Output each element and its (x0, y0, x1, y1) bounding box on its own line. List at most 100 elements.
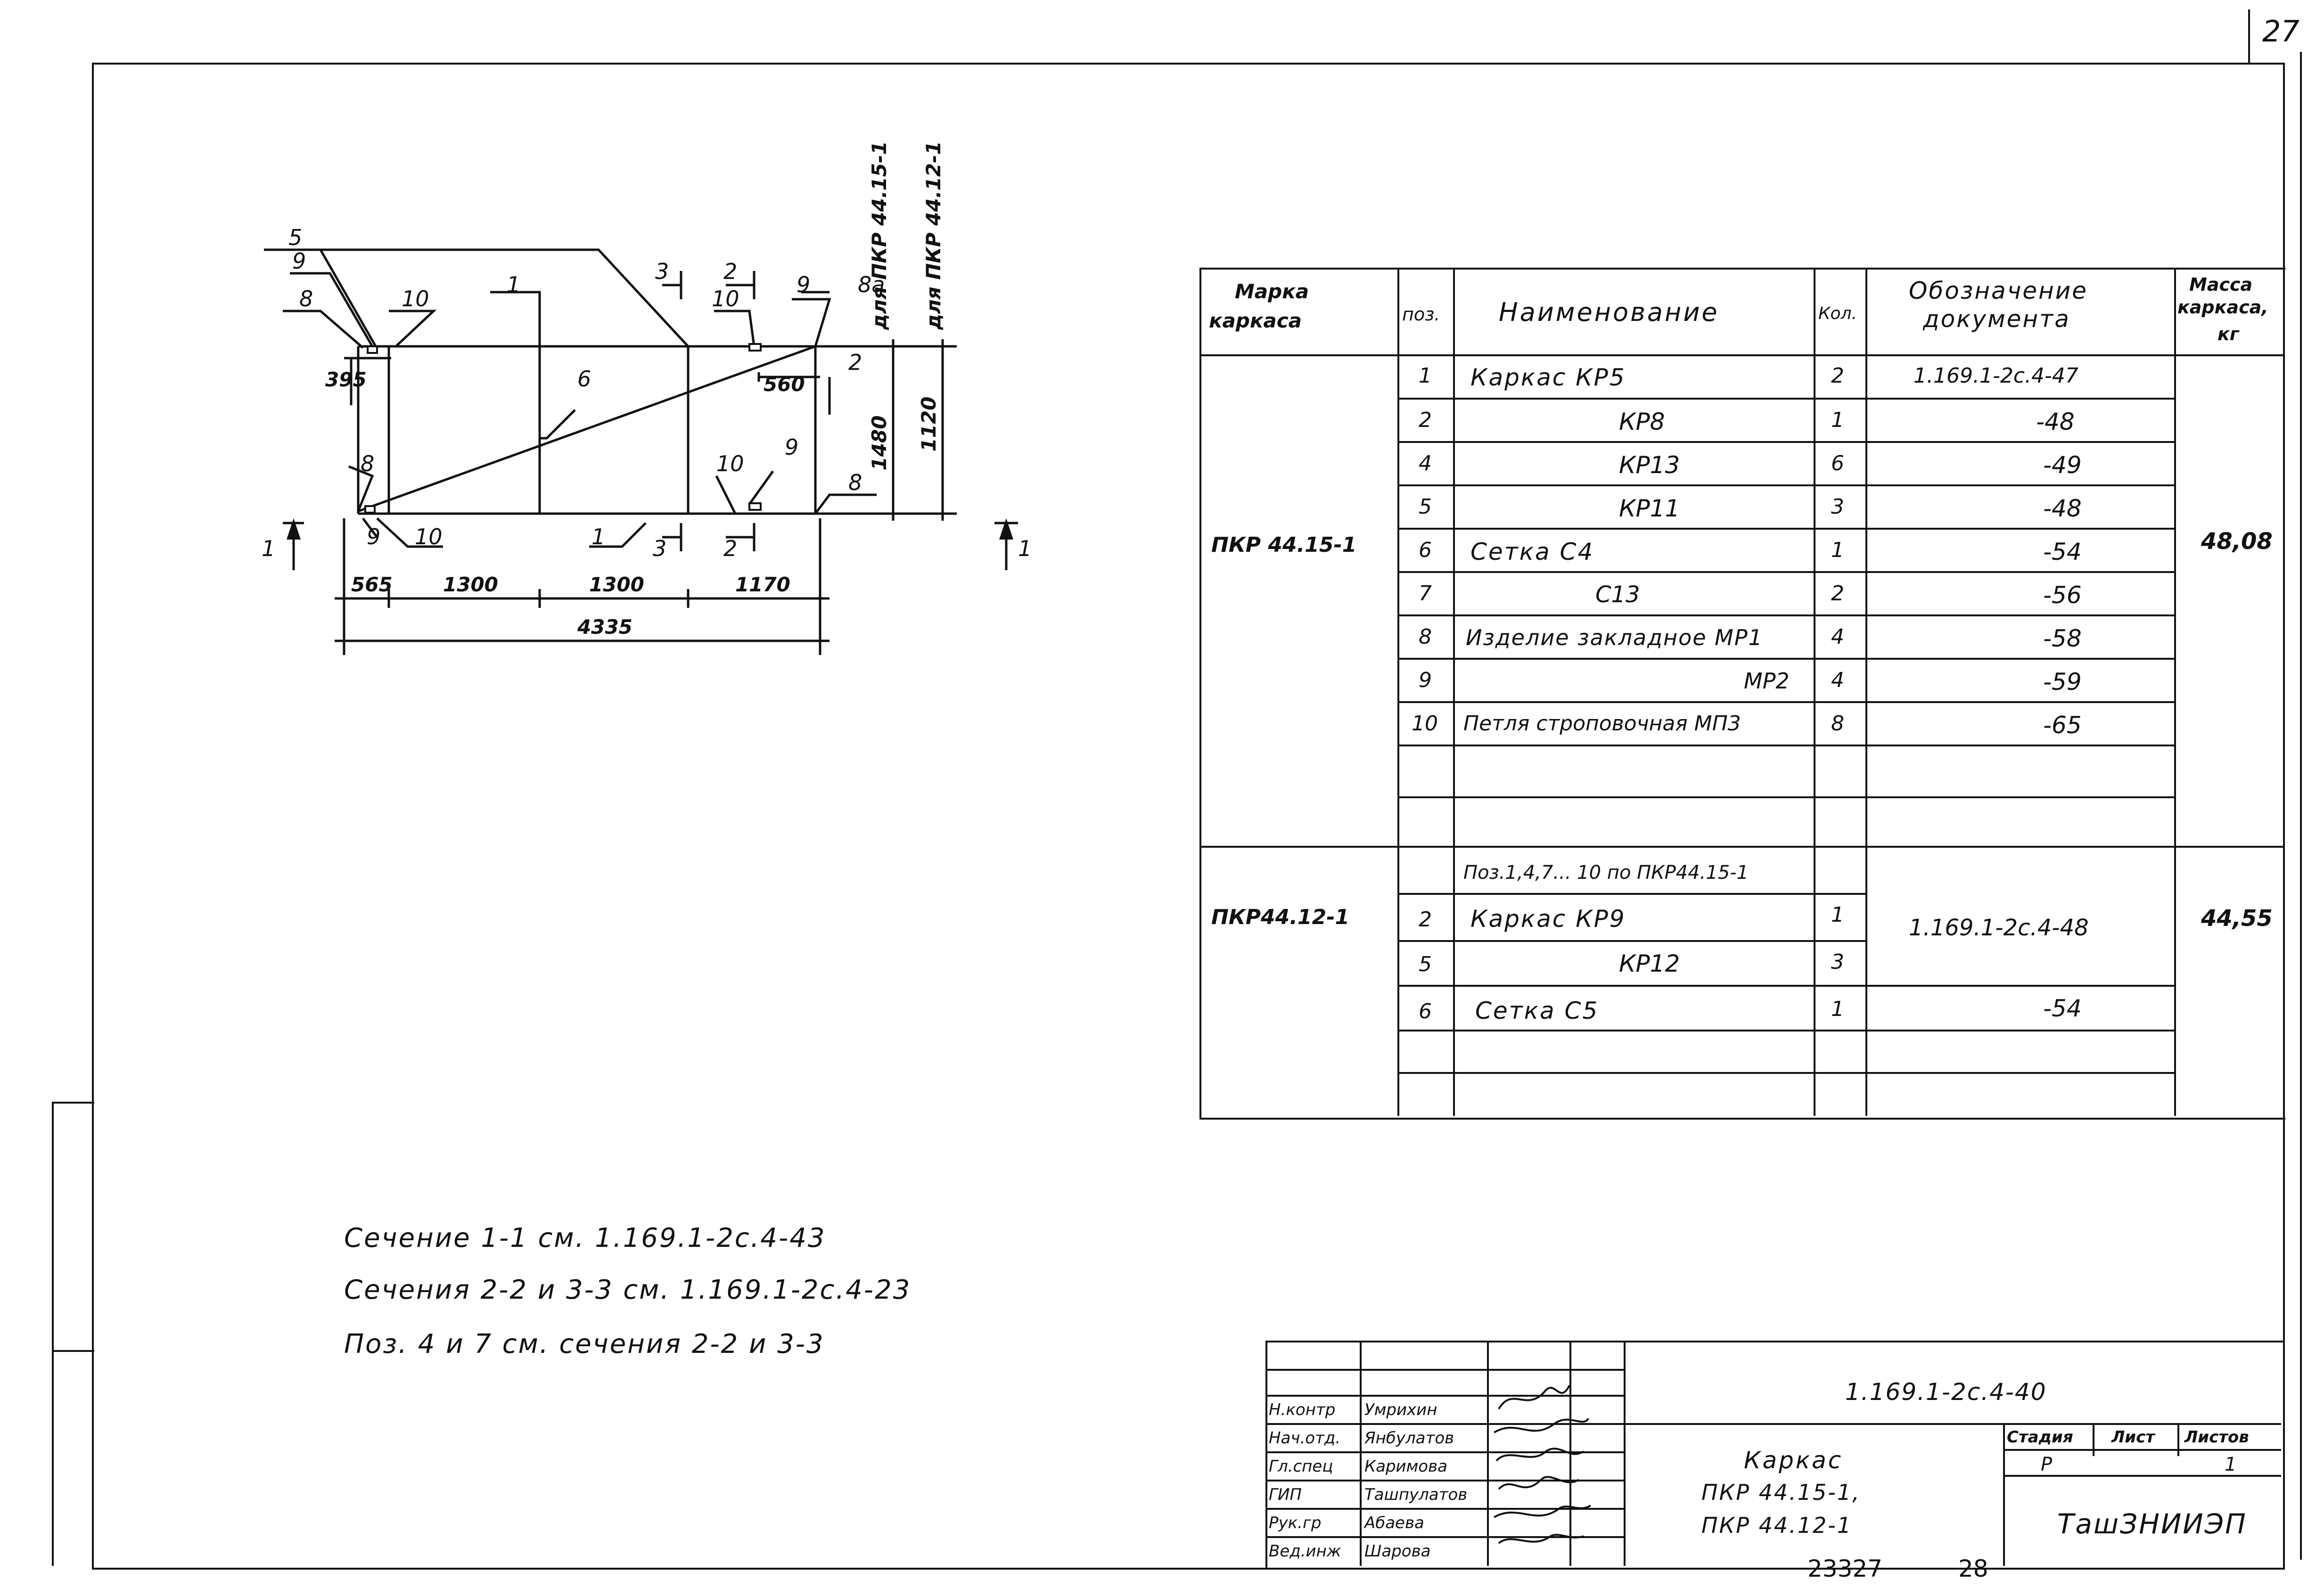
sheet-number: 27 (2262, 14, 2300, 49)
row-name: МР2 (1744, 668, 1790, 694)
header-mass-2: каркаса, (2177, 297, 2268, 318)
role: Нач.отд. (1269, 1429, 1341, 1448)
header-name: Наименование (1499, 297, 1719, 327)
leader-label: 2 (723, 259, 737, 284)
leader-label: 2 (848, 350, 862, 375)
row-name: КР12 (1619, 950, 1680, 977)
row-qty: 4 (1831, 625, 1844, 649)
leader-label: 10 (716, 451, 744, 476)
row-name: Каркас КР9 (1470, 905, 1626, 933)
person-name: Янбулатов (1364, 1429, 1454, 1448)
group2-mass: 44,55 (2201, 905, 2273, 932)
row-poz: 7 (1419, 581, 1432, 606)
header-doc-2: документа (1923, 305, 2070, 333)
group2-marka: ПКР44.12-1 (1211, 905, 1350, 929)
sheets-value: 1 (2225, 1454, 2237, 1475)
note-1: Сечение 1-1 см. 1.169.1-2с.4-43 (344, 1223, 826, 1253)
header-mass-1: Масса (2189, 274, 2253, 295)
row-doc: -48 (2036, 408, 2075, 435)
dim-1170: 1170 (735, 573, 790, 596)
dim-1120: 1120 (917, 397, 940, 452)
row-doc: 1.169.1-2с.4-47 (1914, 364, 2078, 388)
row-qty: 8 (1831, 712, 1844, 736)
dim-565: 565 (351, 573, 393, 596)
header-doc-1: Обозначение (1909, 277, 2088, 304)
row-poz: 2 (1419, 908, 1432, 932)
leader-label: 3 (655, 259, 669, 284)
leader-label: 8 (361, 451, 374, 476)
person-name: Умрихин (1364, 1400, 1437, 1419)
dim-1300-a: 1300 (443, 573, 498, 596)
row-poz: 6 (1419, 538, 1432, 562)
signatures (1493, 1385, 1592, 1544)
organization: ТашЗНИИЭП (2057, 1508, 2247, 1540)
row-name: Каркас КР5 (1470, 364, 1626, 391)
row-name: КР11 (1619, 495, 1680, 522)
group1-mass: 48,08 (2201, 528, 2273, 555)
row-doc: -54 (2043, 538, 2082, 565)
sheet-label: Лист (2111, 1428, 2155, 1447)
row-doc: -54 (2043, 995, 2082, 1022)
row-qty: 3 (1831, 495, 1844, 519)
header-qty: Кол. (1818, 304, 1857, 323)
sheets-label: Листов (2185, 1428, 2249, 1447)
title-line-1: Каркас (1744, 1447, 1843, 1474)
sheet-number-box (2248, 9, 2250, 64)
stage-value: Р (2041, 1454, 2053, 1475)
doc-code: 1.169.1-2с.4-40 (1845, 1378, 2047, 1406)
role: Вед.инж (1269, 1542, 1341, 1561)
leader-label: 1 (591, 524, 605, 549)
row-qty: 4 (1831, 668, 1844, 692)
row-name: С13 (1595, 581, 1640, 608)
group2-doc: 1.169.1-2с.4-48 (1909, 915, 2089, 941)
leader-label: 5 (288, 225, 302, 250)
row-doc: -49 (2043, 451, 2082, 479)
row-poz: 1 (1419, 364, 1432, 388)
rotated-label-2: для ПКР 44.12-1 (922, 141, 945, 330)
row-name: Петля строповочная МП3 (1463, 712, 1741, 736)
leader-label: 2 (723, 536, 737, 561)
dim-560: 560 (764, 373, 805, 396)
row-poz: 6 (1419, 999, 1432, 1023)
title-line-3: ПКР 44.12-1 (1701, 1513, 1853, 1538)
leader-label: 8 (848, 470, 862, 495)
person-name: Шарова (1364, 1542, 1431, 1561)
row-poz: 5 (1419, 495, 1432, 519)
header-mass-3: кг (2217, 324, 2239, 344)
role: Рук.гр (1269, 1514, 1322, 1532)
row-poz: 5 (1419, 952, 1432, 976)
row-qty: 1 (1831, 903, 1844, 927)
group2-note: Поз.1,4,7... 10 по ПКР44.15-1 (1463, 862, 1749, 884)
person-name: Абаева (1364, 1514, 1424, 1532)
row-name: Сетка С4 (1470, 538, 1594, 565)
leader-label: 3 (653, 536, 666, 561)
row-doc: -65 (2043, 712, 2082, 739)
row-qty: 3 (1831, 950, 1844, 974)
row-doc: -59 (2043, 668, 2082, 696)
row-poz: 10 (1412, 712, 1438, 736)
note-3: Поз. 4 и 7 см. сечения 2-2 и 3-3 (344, 1329, 825, 1359)
row-poz: 9 (1419, 668, 1432, 692)
row-doc: -56 (2043, 581, 2082, 609)
leader-label: 1 (507, 272, 520, 297)
row-name: Сетка С5 (1475, 997, 1599, 1024)
row-name: КР13 (1619, 451, 1680, 479)
leader-label: 9 (797, 272, 810, 297)
dim-1480: 1480 (868, 416, 891, 471)
group1-marka: ПКР 44.15-1 (1211, 533, 1357, 557)
dim-395: 395 (325, 368, 367, 391)
header-marka-1: Марка (1235, 280, 1309, 303)
leader-label: 10 (415, 524, 443, 549)
person-name: Ташпулатов (1364, 1485, 1468, 1504)
role: Н.контр (1269, 1400, 1336, 1419)
leader-label: 10 (712, 286, 739, 311)
leader-label: 9 (367, 524, 380, 549)
leader-label: 8а (858, 272, 885, 297)
row-qty: 1 (1831, 997, 1844, 1021)
row-qty: 2 (1831, 364, 1844, 388)
dim-4335: 4335 (577, 615, 632, 638)
role: ГИП (1269, 1485, 1302, 1504)
leader-label: 6 (577, 366, 591, 392)
dim-1300-b: 1300 (589, 573, 644, 596)
